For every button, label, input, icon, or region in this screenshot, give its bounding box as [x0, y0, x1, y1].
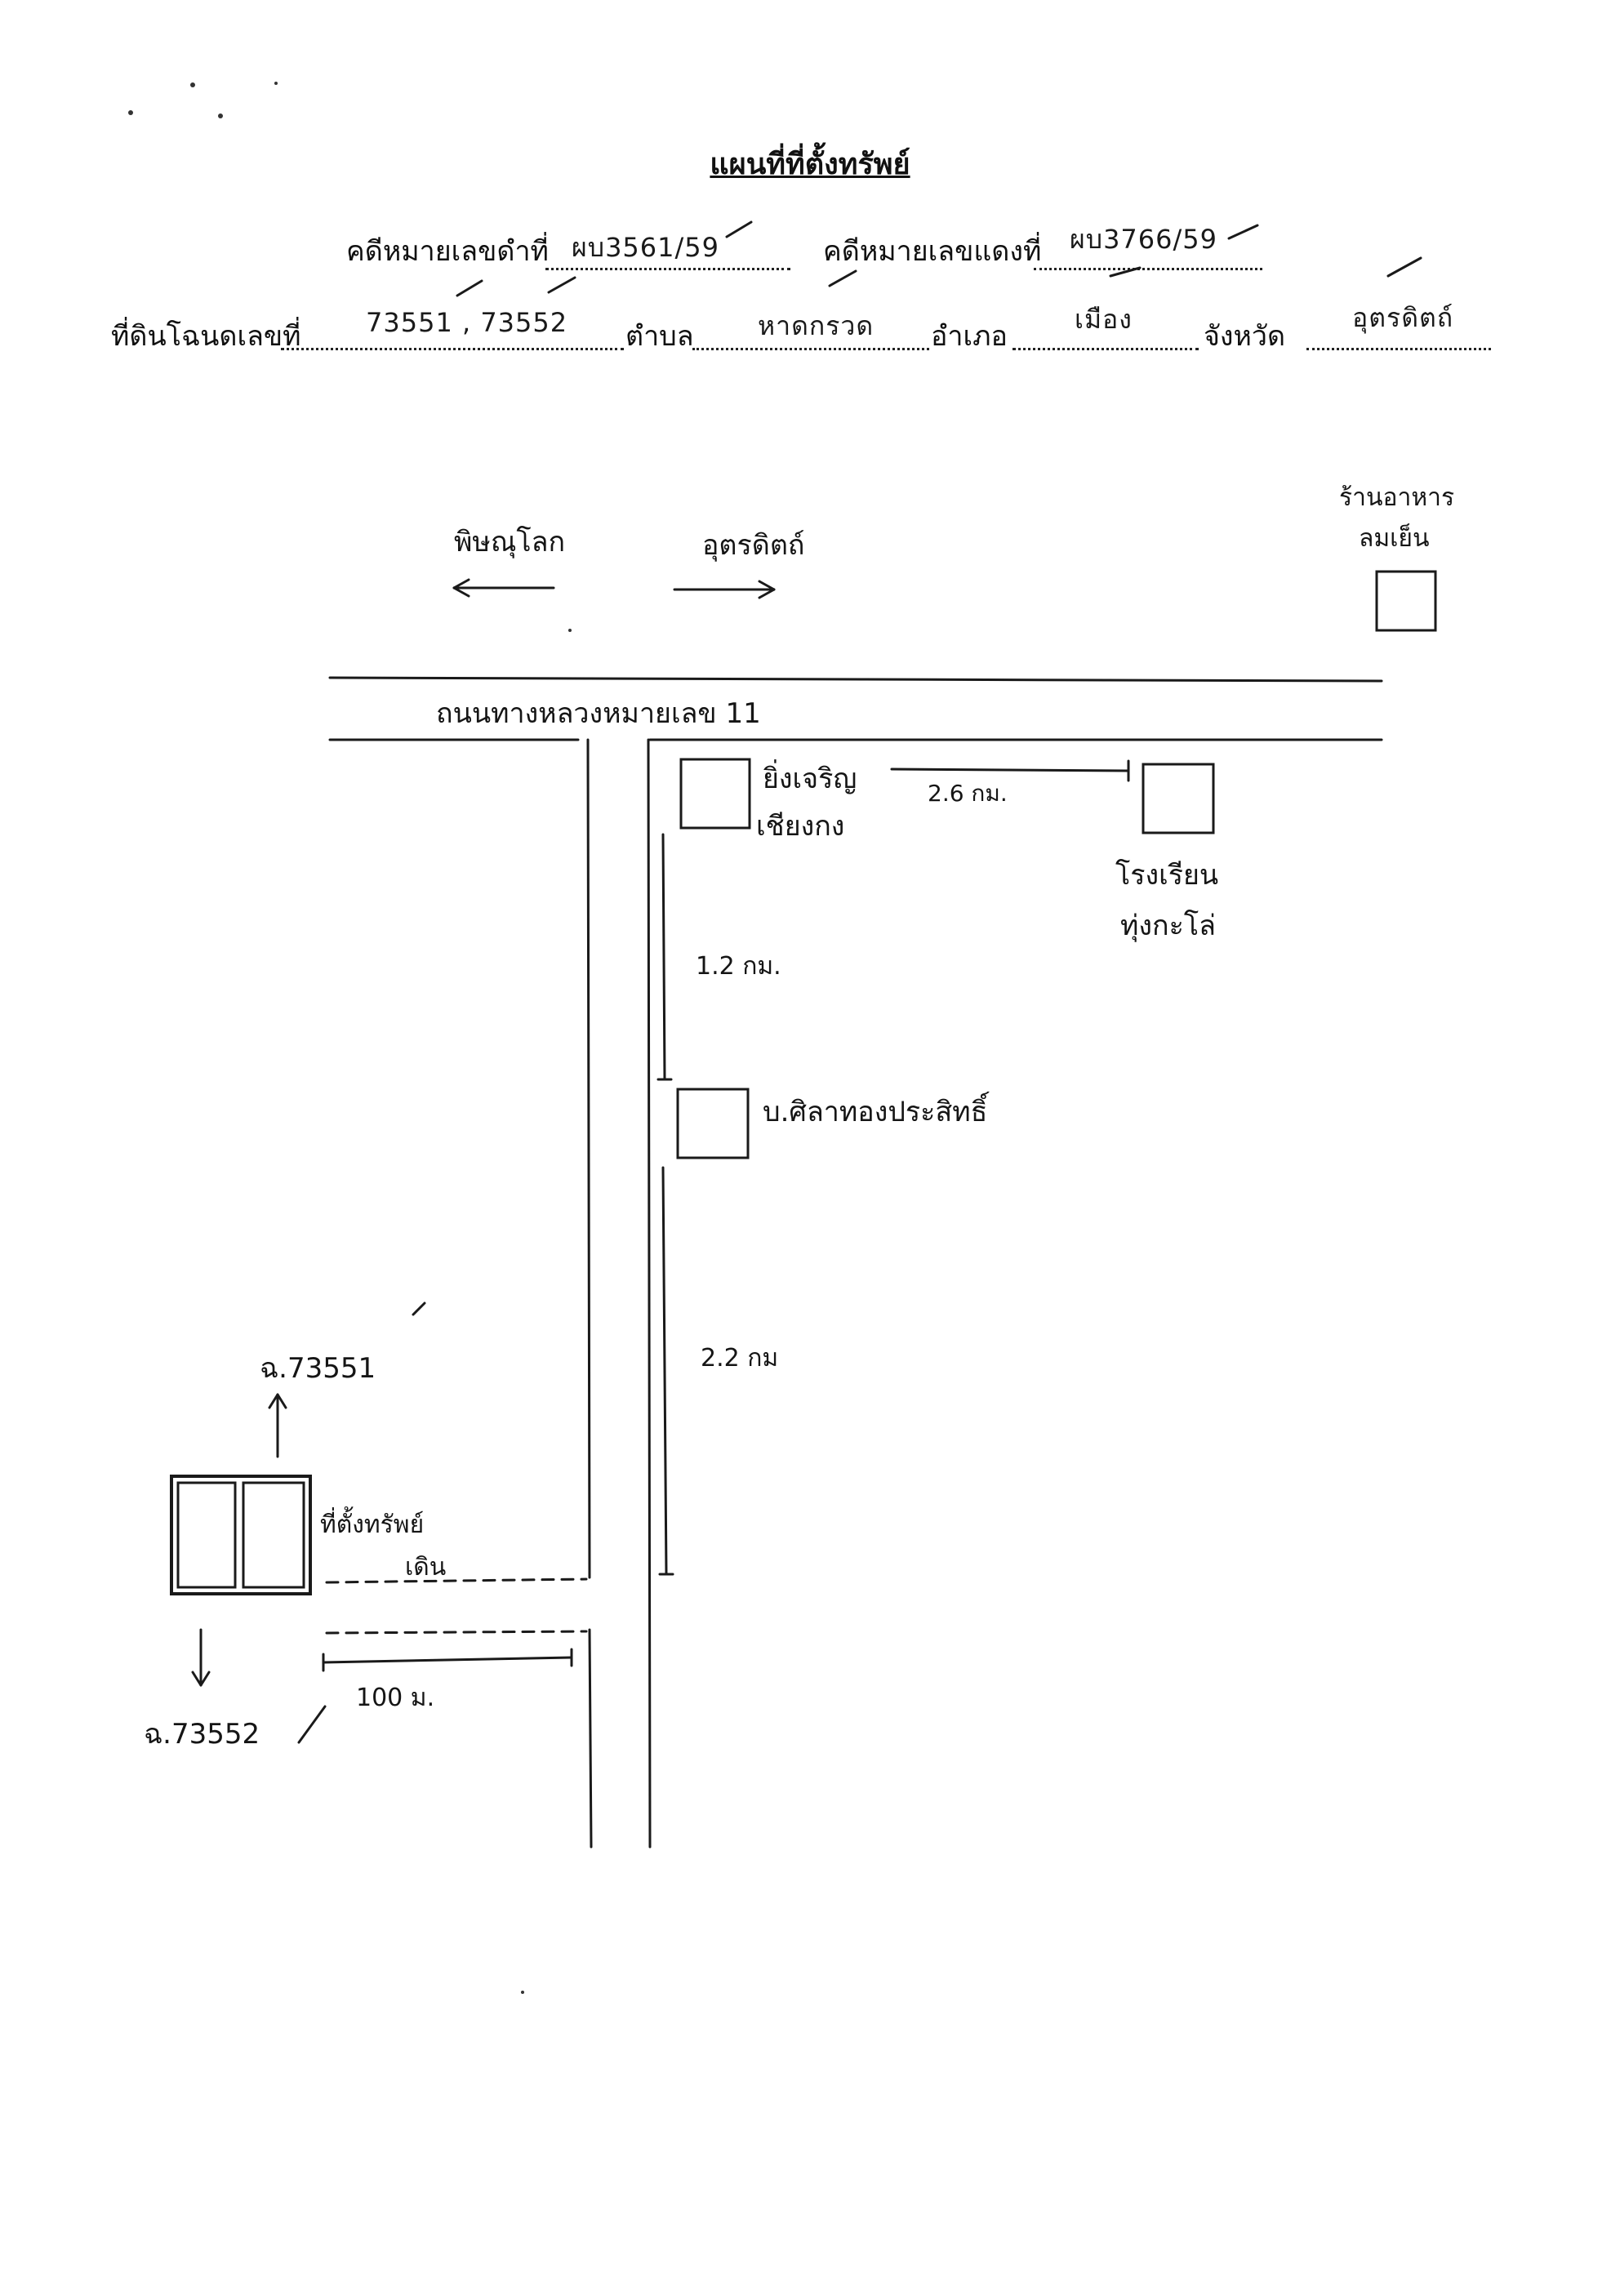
deed-label: ที่ดินโฉนดเลขที่ — [111, 320, 301, 353]
company-label: บ.ศิลาทองประสิทธิ์ — [763, 1096, 988, 1128]
property-label-line2: เดิน — [405, 1553, 447, 1582]
distance-line-bottom — [322, 1656, 573, 1664]
access-path-top — [325, 1577, 588, 1584]
check-mark — [1109, 266, 1142, 278]
distance-top-label: 2.6 กม. — [928, 780, 1008, 807]
school-box — [1142, 763, 1215, 834]
check-mark — [1227, 224, 1259, 240]
subdistrict-value: หาดกรวด — [758, 310, 875, 341]
direction-left-label: พิษณุโลก — [454, 526, 566, 558]
deed-south-label: ฉ.73552 — [144, 1718, 260, 1751]
side-road-left-lower — [588, 1628, 593, 1849]
page-title: แผนที่ที่ตั้งทรัพย์ — [710, 148, 910, 181]
side-road-left-upper — [586, 738, 591, 1579]
check-mark — [456, 279, 483, 297]
shop-label-line1: ยิ่งเจริญ — [763, 763, 857, 795]
check-mark — [1386, 256, 1422, 278]
check-mark — [412, 1302, 426, 1316]
province-label: จังหวัด — [1204, 320, 1286, 353]
red-case-label: คดีหมายเลขแดงที่ — [823, 235, 1042, 268]
check-mark — [297, 1705, 327, 1744]
restaurant-box — [1375, 570, 1437, 632]
black-case-value: ผบ3561/59 — [572, 232, 719, 263]
black-case-label: คดีหมายเลขดำที่ — [346, 235, 549, 268]
restaurant-label-line1: ร้านอาหาร — [1339, 483, 1455, 512]
highway-edge-top — [328, 676, 1383, 683]
shop-box — [679, 758, 751, 830]
check-mark — [547, 276, 576, 294]
distance-lower-label: 2.2 กม — [701, 1344, 779, 1373]
check-mark — [725, 220, 753, 238]
subdistrict-label: ตำบล — [625, 320, 694, 353]
deed-dotline — [281, 310, 624, 350]
access-path-bottom — [325, 1630, 588, 1635]
distance-line-top — [890, 768, 1130, 772]
subdistrict-dotline — [692, 310, 929, 350]
distance-line-mid — [661, 833, 666, 1081]
property-label-line1: ที่ตั้งทรัพย์ — [320, 1511, 425, 1539]
direction-right-label: อุตรดิตถ์ — [702, 529, 805, 562]
district-dotline — [1012, 310, 1199, 350]
deed-north-label: ฉ.73551 — [260, 1352, 376, 1385]
highway-label: ถนนทางหลวงหมายเลข 11 — [436, 697, 761, 730]
distance-line-lower — [661, 1166, 668, 1576]
deed-value: 73551 , 73552 — [366, 307, 568, 338]
red-case-dotline — [1034, 230, 1262, 270]
red-case-value: ผบ3766/59 — [1070, 224, 1217, 255]
school-label-line2: ทุ่งกะโล่ — [1120, 910, 1216, 942]
property-box — [170, 1475, 312, 1595]
province-value: อุตรดิตถ์ — [1352, 302, 1454, 333]
check-mark — [828, 269, 857, 287]
side-road-right — [647, 738, 652, 1849]
black-case-dotline — [545, 230, 790, 270]
province-dotline — [1306, 310, 1491, 350]
district-label: อำเภอ — [931, 320, 1008, 353]
school-label-line1: โรงเรียน — [1115, 859, 1219, 892]
district-value: เมือง — [1075, 304, 1133, 335]
company-box — [676, 1088, 750, 1159]
restaurant-label-line2: ลมเย็น — [1359, 524, 1430, 553]
distance-bottom-label: 100 ม. — [356, 1684, 435, 1712]
distance-mid-label: 1.2 กม. — [696, 952, 781, 981]
shop-label-line2: เชียงกง — [756, 810, 845, 843]
